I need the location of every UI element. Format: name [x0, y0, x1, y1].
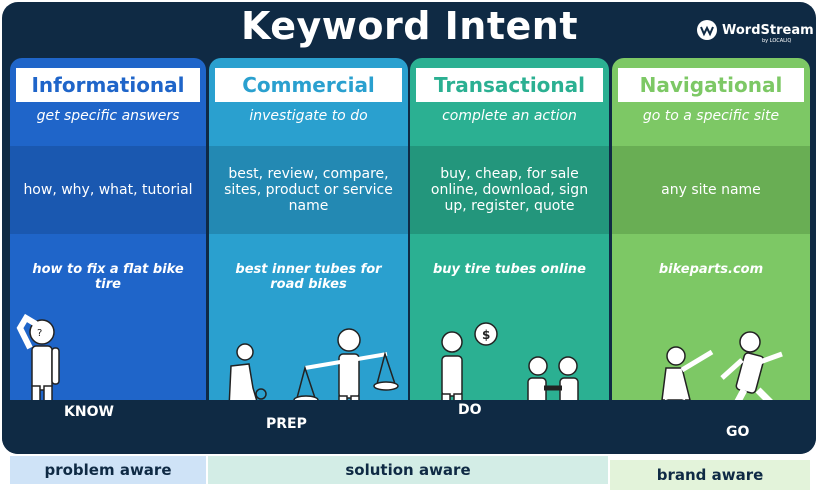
- wordstream-logo-icon: [697, 20, 717, 40]
- stage-label-prep: PREP: [266, 416, 307, 432]
- svg-text:$: $: [482, 328, 490, 342]
- brand-name: WordStream: [722, 22, 814, 38]
- column-title: Transactional: [416, 68, 603, 102]
- stage-label-go: GO: [726, 424, 750, 440]
- svg-text:?: ?: [37, 328, 42, 339]
- brand-logo: WordStream: [696, 18, 814, 42]
- column-goal: go to a specific site: [642, 108, 780, 124]
- column-example: bikeparts.com: [658, 262, 764, 277]
- brand-sub: by LOCALIQ: [762, 38, 792, 44]
- column-navigational: Navigational go to a specific site any s…: [612, 58, 810, 428]
- column-title: Commercial: [215, 68, 402, 102]
- column-keywords: buy, cheap, for sale online, download, s…: [410, 146, 609, 234]
- column-goal: get specific answers: [36, 108, 180, 124]
- column-keywords: how, why, what, tutorial: [10, 146, 206, 234]
- column-keywords: any site name: [612, 146, 810, 234]
- column-commercial: Commercial investigate to do best, revie…: [209, 58, 408, 428]
- column-example: buy tire tubes online: [432, 262, 586, 277]
- page-title: Keyword Intent: [240, 4, 579, 48]
- stage-floor: [2, 400, 816, 454]
- column-informational: Informational get specific answers how, …: [10, 58, 206, 428]
- column-goal: investigate to do: [249, 108, 368, 124]
- awareness-solution: solution aware: [208, 456, 608, 484]
- column-goal: complete an action: [442, 108, 577, 124]
- awareness-brand: brand aware: [610, 460, 810, 490]
- column-example: best inner tubes for road bikes: [235, 262, 382, 292]
- stage-label-know: KNOW: [64, 404, 114, 420]
- column-keywords: best, review, compare, sites, product or…: [209, 146, 408, 234]
- column-title: Informational: [16, 68, 200, 102]
- column-title: Navigational: [618, 68, 804, 102]
- column-transactional: Transactional complete an action buy, ch…: [410, 58, 609, 428]
- column-example: how to fix a flat bike tire: [32, 262, 184, 292]
- awareness-problem: problem aware: [10, 456, 206, 484]
- stage-label-do: DO: [458, 402, 482, 418]
